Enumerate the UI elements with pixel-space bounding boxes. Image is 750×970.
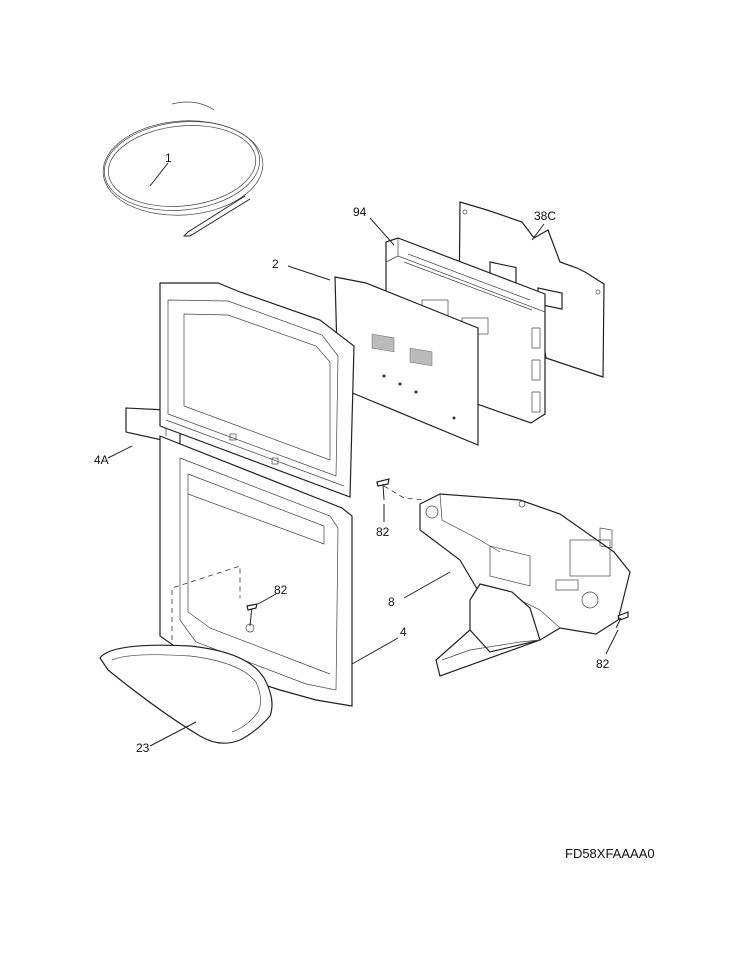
leader-8 <box>403 571 451 599</box>
callout-4a: 4A <box>94 453 109 467</box>
leader-4a <box>107 445 133 459</box>
leader-94 <box>369 217 395 246</box>
part-1-tubing-coil[interactable] <box>100 101 266 237</box>
callout-82-top: 82 <box>376 525 390 539</box>
upper-bezel-frame[interactable] <box>159 282 355 498</box>
screw-82-frame[interactable] <box>246 603 258 627</box>
callout-82-side: 82 <box>596 657 610 671</box>
part-23-drip-tray[interactable] <box>99 644 273 744</box>
callout-4: 4 <box>400 625 407 639</box>
screw-82-side[interactable] <box>615 611 629 629</box>
callout-1: 1 <box>165 151 172 165</box>
callout-94: 94 <box>353 205 367 219</box>
callout-8: 8 <box>388 595 395 609</box>
part-4-dispenser-frame[interactable] <box>159 435 353 707</box>
leader-38c <box>531 223 545 241</box>
leader-1 <box>149 162 169 187</box>
screw-82-top[interactable] <box>376 478 390 501</box>
part-8-dispenser-actuator[interactable] <box>419 493 631 677</box>
part-2-overlay-panel[interactable] <box>334 276 479 446</box>
callout-82-frame: 82 <box>274 583 288 597</box>
leader-23 <box>149 721 197 747</box>
leader-82-frame <box>257 593 277 605</box>
callout-23: 23 <box>136 741 150 755</box>
leader-2 <box>287 265 331 281</box>
leader-82-side <box>605 629 619 655</box>
model-code: FD58XFAAAA0 <box>565 846 655 861</box>
leader-4 <box>351 637 399 665</box>
callout-2: 2 <box>272 257 279 271</box>
callout-38c: 38C <box>534 209 556 223</box>
